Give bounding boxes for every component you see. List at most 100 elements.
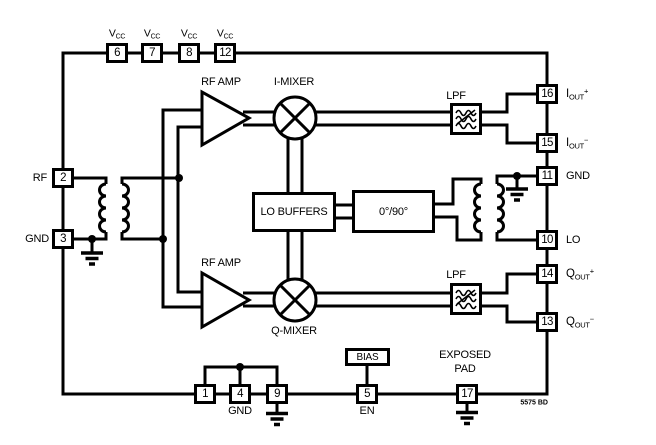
gnd-pin4-label: GND xyxy=(228,405,252,417)
qout-minus-label: QOUT− xyxy=(566,315,594,330)
vcc-sub: CC xyxy=(187,33,198,41)
lo-buffers-block: LO BUFFERS xyxy=(252,192,336,232)
rf-bus-inner xyxy=(176,125,206,294)
vcc-base: V xyxy=(108,27,116,40)
rf-amp-bottom-label: RF AMP xyxy=(201,257,241,269)
ground-symbols xyxy=(81,176,528,427)
phase-to-balun-bottom xyxy=(435,215,483,242)
junction-dot xyxy=(175,174,183,182)
lo-transformer-icon xyxy=(473,182,482,234)
pin-17: 17 xyxy=(456,384,478,404)
junction-dot xyxy=(159,235,167,243)
balun-secondary-bottom xyxy=(495,232,537,242)
rf-transformer-icon xyxy=(98,182,107,234)
lowpass-filter-icon xyxy=(455,289,477,310)
pin-14: 14 xyxy=(536,264,558,284)
label-base: Q xyxy=(566,316,575,328)
active-blocks xyxy=(200,89,318,330)
pin-9: 9 xyxy=(266,384,288,404)
lpf-i-block xyxy=(450,103,482,135)
label-sub: OUT xyxy=(574,272,590,282)
pin-6: 6 xyxy=(106,43,128,63)
vcc-sub: CC xyxy=(115,33,126,41)
rf-xfmr-secondary-top xyxy=(120,176,179,184)
rf-amp-top-label: RF AMP xyxy=(201,76,241,88)
en-pin-label: EN xyxy=(359,405,375,417)
label-base: I xyxy=(566,88,569,100)
ground-icon xyxy=(266,403,288,427)
lpf-i-out-plus xyxy=(482,92,537,114)
bias-label: BIAS xyxy=(356,351,379,363)
rf-amp-bottom-icon xyxy=(200,270,253,330)
vcc-label-pin12: VCC xyxy=(216,27,234,41)
i-mixer-label: I-MIXER xyxy=(273,76,315,88)
outer-frame-wire xyxy=(61,51,549,396)
q-mixer-icon xyxy=(272,277,318,323)
pin-13: 13 xyxy=(536,312,558,332)
rf-amp-top-icon xyxy=(200,89,253,148)
lpf-q-out-plus xyxy=(482,272,537,295)
figure-watermark: 5575 BD xyxy=(520,399,548,407)
rf-xfmr-secondary-bottom xyxy=(120,232,163,241)
lpf-q-out-minus xyxy=(482,304,537,324)
i-mixer-icon xyxy=(272,95,318,141)
vcc-label-pin6: VCC xyxy=(108,27,126,41)
ground-icon xyxy=(506,176,528,202)
iout-plus-label: IOUT+ xyxy=(566,87,588,102)
label-sup: + xyxy=(583,86,589,96)
pin-3: 3 xyxy=(52,229,74,249)
label-sup: − xyxy=(589,314,595,324)
lpf-i-out-minus xyxy=(482,123,537,145)
pin-11: 11 xyxy=(536,166,558,186)
phase-to-balun-top xyxy=(435,177,483,206)
rf-xfmr-primary-bottom xyxy=(74,232,108,241)
lpf-q-block xyxy=(450,283,482,315)
rf-pin-label: RF xyxy=(32,172,47,184)
pin-1: 1 xyxy=(194,384,216,404)
pin-7: 7 xyxy=(141,43,163,63)
qout-plus-label: QOUT+ xyxy=(566,267,594,282)
label-sub: OUT xyxy=(569,141,584,151)
label-base: Q xyxy=(566,268,575,280)
lo-buffers-label: LO BUFFERS xyxy=(260,206,328,218)
vcc-base: V xyxy=(216,27,224,40)
lo-pin-label: LO xyxy=(566,234,581,246)
pin-8: 8 xyxy=(178,43,200,63)
transformer-icons xyxy=(98,182,505,234)
lpf-bottom-label: LPF xyxy=(446,269,466,281)
label-base: I xyxy=(566,137,569,149)
pin-16: 16 xyxy=(536,84,558,104)
pin-12: 12 xyxy=(214,43,236,63)
pin-2: 2 xyxy=(52,168,74,188)
junction-dot xyxy=(88,235,96,243)
label-sup: + xyxy=(589,266,595,276)
iout-minus-label: IOUT− xyxy=(566,136,588,151)
balun-secondary-top xyxy=(495,174,537,184)
ground-icon xyxy=(456,403,478,426)
exposed-pad-label-line1: EXPOSED xyxy=(439,349,491,361)
lowpass-filter-icon xyxy=(455,109,477,130)
vcc-sub: CC xyxy=(223,33,234,41)
q-mixer-label: Q-MIXER xyxy=(271,325,317,337)
lo-transformer-icon xyxy=(496,182,505,234)
bias-block: BIAS xyxy=(345,348,390,366)
gnd-pin11-label: GND xyxy=(566,170,590,182)
rf-xfmr-primary-top xyxy=(74,176,108,184)
rf-transformer-icon xyxy=(121,182,130,234)
pin-4: 4 xyxy=(229,384,251,404)
label-sub: OUT xyxy=(569,92,584,102)
pin-10: 10 xyxy=(536,230,558,250)
vcc-base: V xyxy=(180,27,188,40)
gnd-pin3-label: GND xyxy=(25,233,49,245)
vcc-label-pin8: VCC xyxy=(180,27,198,41)
junction-dot xyxy=(513,172,521,180)
label-sup: − xyxy=(583,135,589,145)
phase-shifter-label: 0°/90° xyxy=(378,205,408,218)
junction-dot xyxy=(236,363,244,371)
exposed-pad-label-line2: PAD xyxy=(454,363,476,375)
junction-dots xyxy=(88,172,521,371)
rf-bus-outer xyxy=(161,108,206,309)
vcc-sub: CC xyxy=(150,33,161,41)
